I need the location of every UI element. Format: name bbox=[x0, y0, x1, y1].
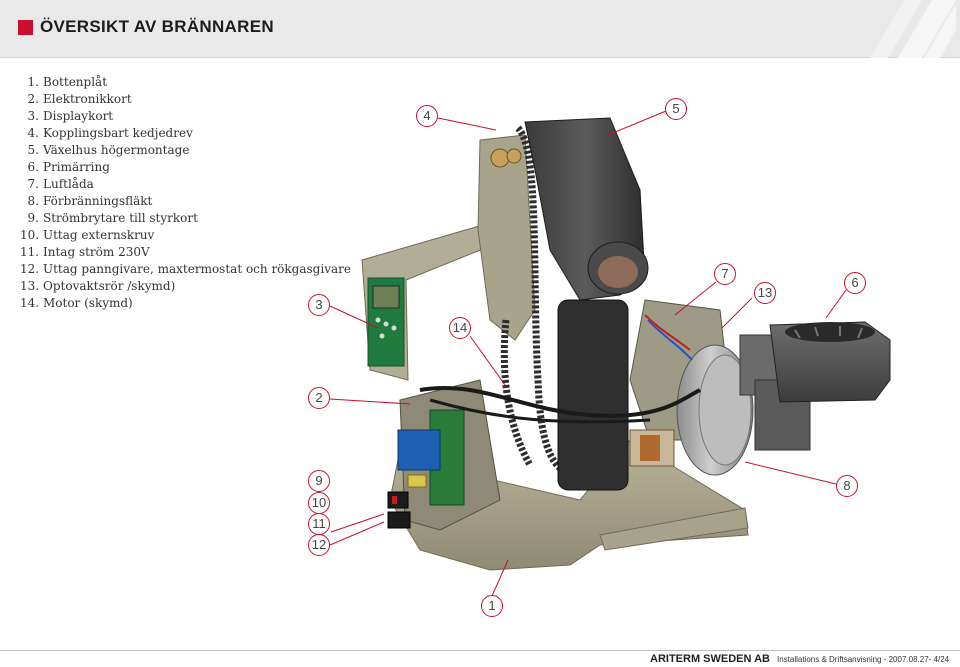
primary-ring bbox=[769, 321, 891, 403]
power-inlet bbox=[387, 511, 411, 529]
display-screen bbox=[372, 285, 400, 309]
list-item: 2.Elektronikkort bbox=[27, 92, 132, 106]
chain-drive-bracket bbox=[477, 134, 536, 341]
callout-12: 12 bbox=[308, 534, 330, 556]
wiring-harness bbox=[419, 385, 701, 418]
callout-5: 5 bbox=[665, 98, 687, 120]
footer-brand: ARITERM SWEDEN AB bbox=[650, 653, 770, 665]
burner-illustration bbox=[361, 117, 891, 571]
callout-11: 11 bbox=[308, 513, 330, 535]
list-item: 9.Strömbrytare till styrkort bbox=[27, 211, 198, 225]
power-switch bbox=[387, 491, 409, 509]
callout-14: 14 bbox=[449, 317, 471, 339]
callout-13: 13 bbox=[754, 282, 776, 304]
feed-tube bbox=[557, 299, 629, 491]
callout-6: 6 bbox=[844, 272, 866, 294]
callout-9: 9 bbox=[308, 470, 330, 492]
parts-list: 1.Bottenplåt 2.Elektronikkort 3.Displayk… bbox=[20, 74, 351, 312]
callout-8: 8 bbox=[836, 475, 858, 497]
list-item: 10.Uttag externskruv bbox=[20, 228, 155, 242]
list-item: 1.Bottenplåt bbox=[27, 75, 108, 89]
header-accent-square bbox=[18, 20, 33, 35]
callout-10: 10 bbox=[308, 492, 330, 514]
page-header: ÖVERSIKT AV BRÄNNAREN bbox=[0, 0, 960, 58]
bottom-plate-flange bbox=[599, 507, 749, 551]
list-item: 8.Förbränningsfläkt bbox=[27, 194, 153, 208]
callout-1: 1 bbox=[481, 595, 503, 617]
header-stripes-decoration bbox=[870, 0, 956, 58]
callout-7: 7 bbox=[714, 263, 736, 285]
list-item: 12.Uttag panngivare, maxtermostat och rö… bbox=[20, 262, 351, 276]
electronics-relay bbox=[397, 429, 441, 471]
list-item: 11.Intag ström 230V bbox=[20, 245, 150, 259]
list-item: 7.Luftlåda bbox=[27, 177, 94, 191]
list-item: 4.Kopplingsbart kedjedrev bbox=[27, 126, 193, 140]
callout-3: 3 bbox=[308, 294, 330, 316]
callout-2: 2 bbox=[308, 387, 330, 409]
list-item: 14.Motor (skymd) bbox=[20, 296, 133, 310]
footer-doc-reference: Installations & Driftsanvisning - 2007.0… bbox=[777, 655, 950, 664]
drive-chain bbox=[515, 125, 565, 473]
callout-4: 4 bbox=[416, 105, 438, 127]
list-item: 6.Primärring bbox=[27, 160, 110, 174]
page-title: ÖVERSIKT AV BRÄNNAREN bbox=[40, 17, 274, 36]
list-item: 3.Displaykort bbox=[27, 109, 114, 123]
list-item: 13.Optovaktsrör /skymd) bbox=[20, 279, 176, 293]
list-item: 5.Växelhus högermontage bbox=[27, 143, 190, 157]
footer-divider bbox=[0, 650, 960, 651]
